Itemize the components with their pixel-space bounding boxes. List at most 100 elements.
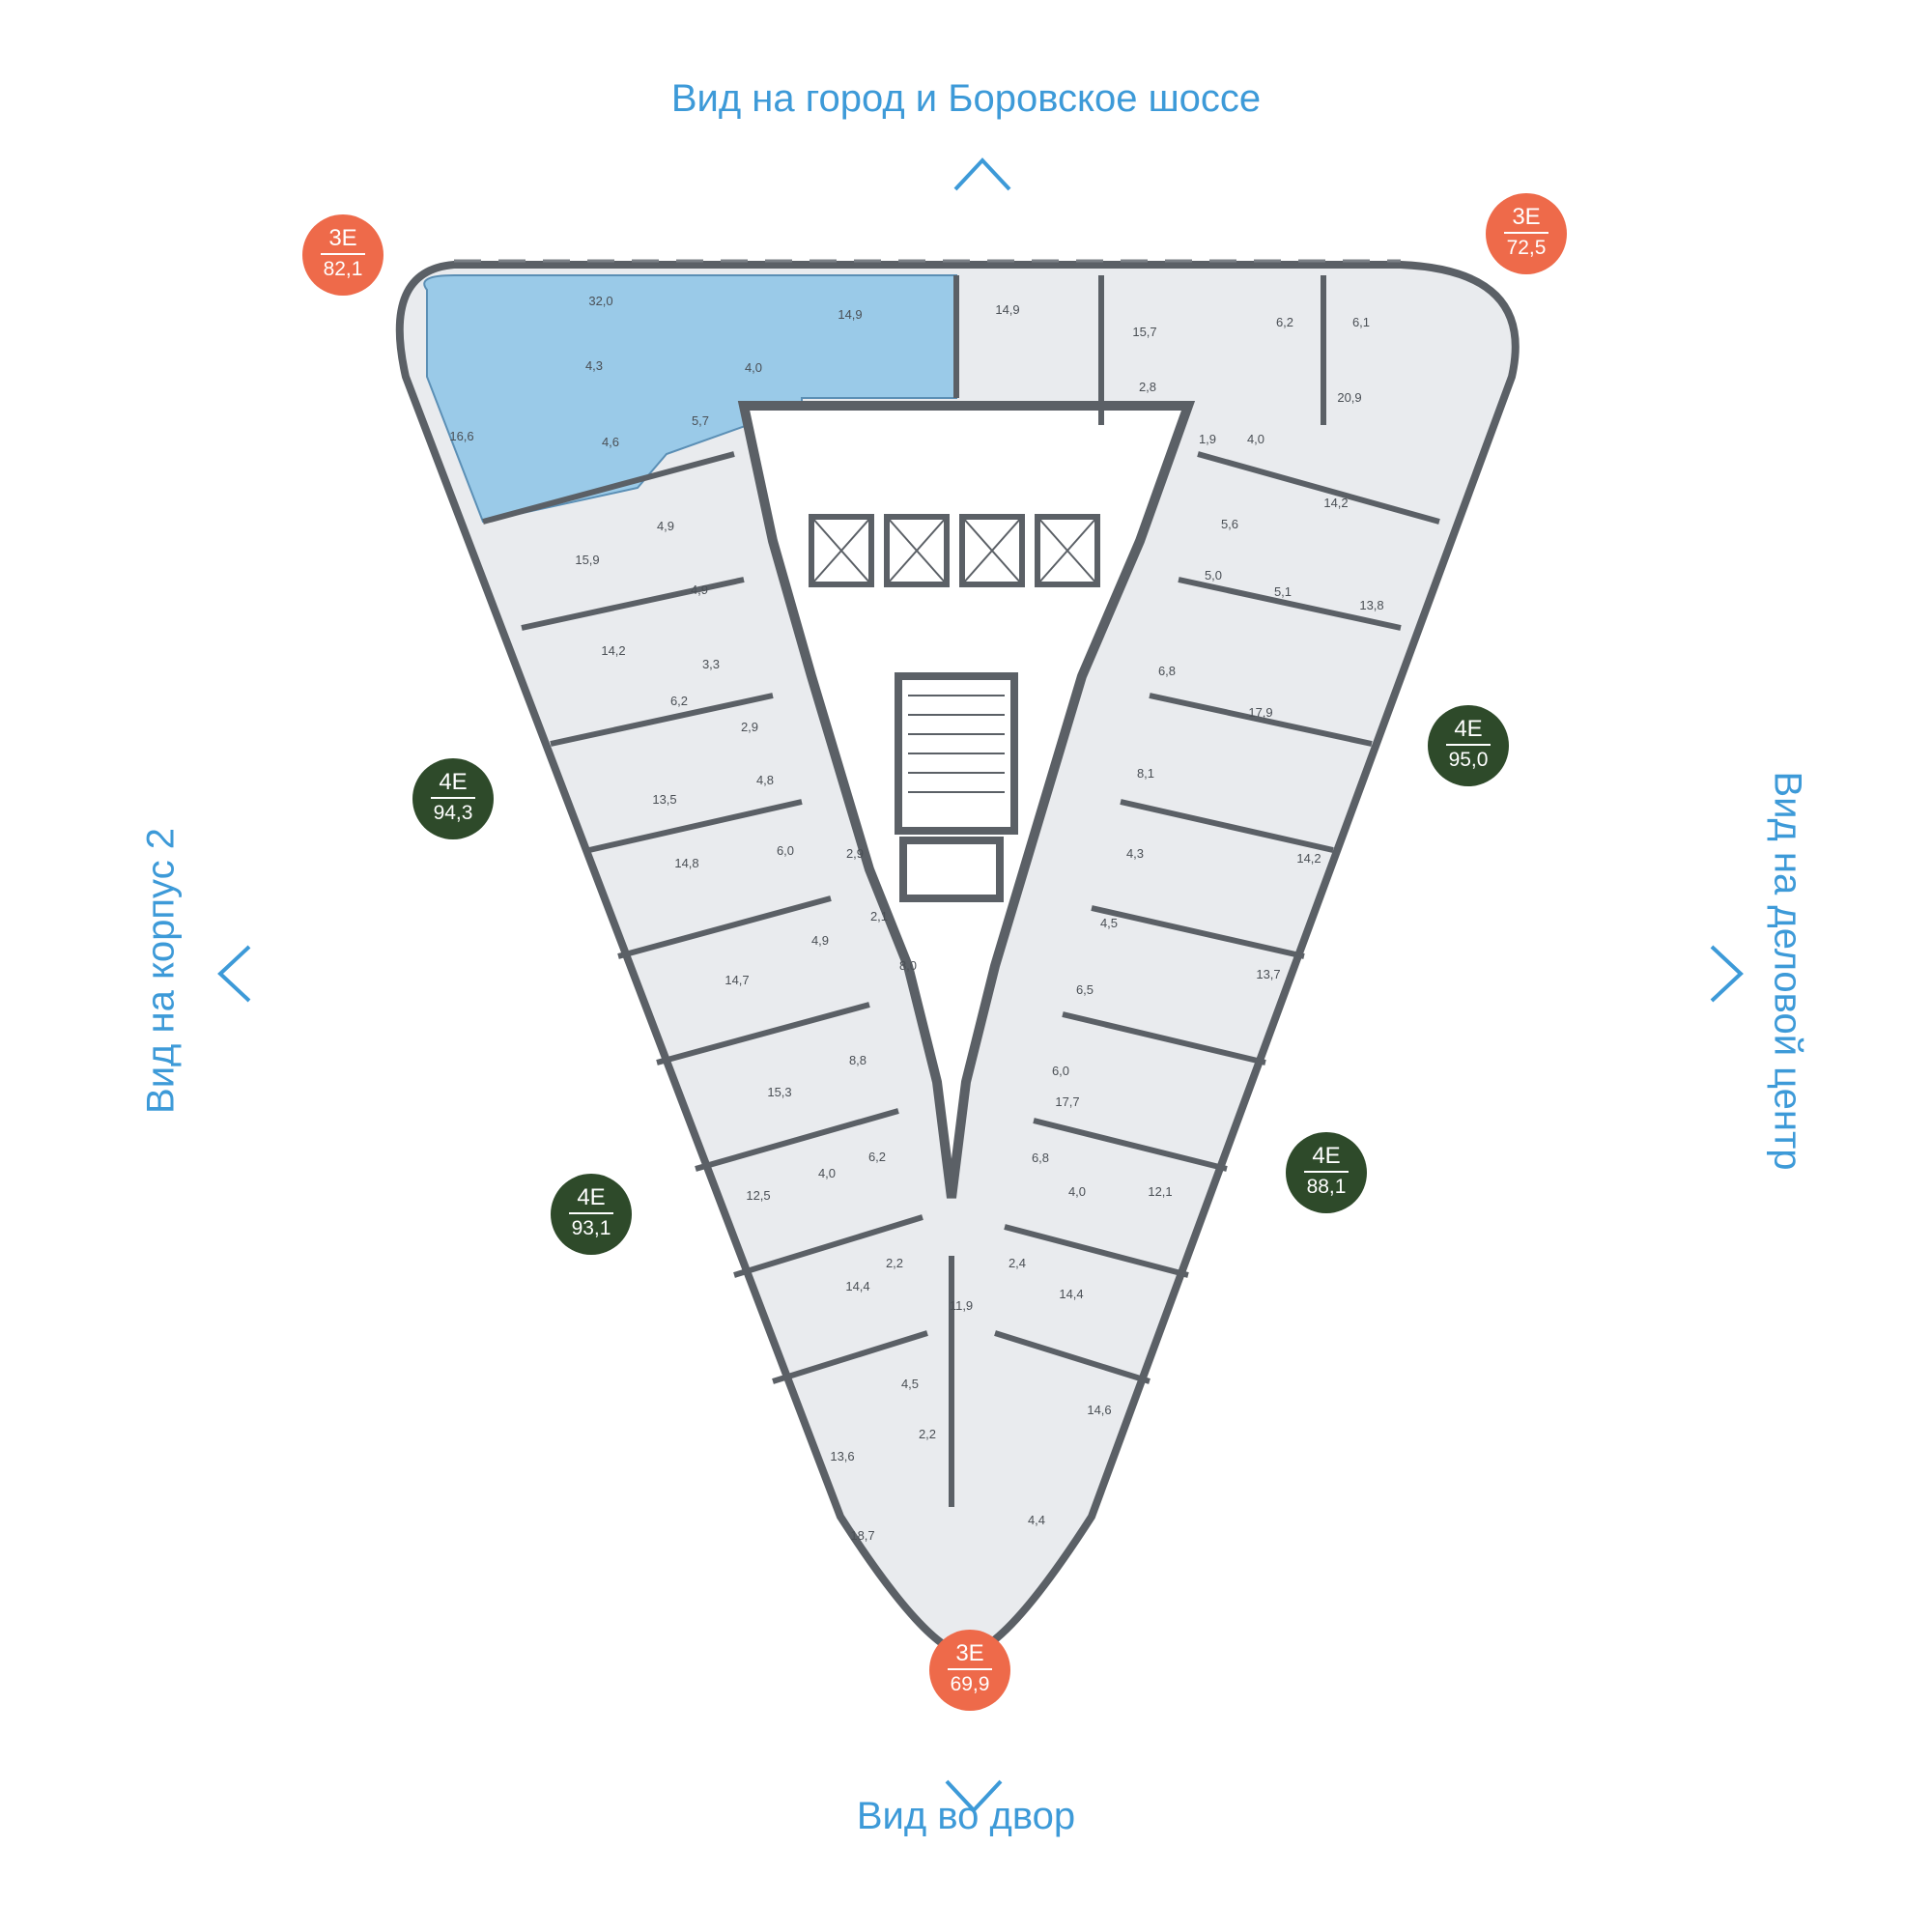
room-area: 14,2 xyxy=(1296,851,1321,866)
staircase xyxy=(895,672,1018,902)
chevron-left-icon[interactable] xyxy=(214,943,253,1005)
room-area: 4,5 xyxy=(1100,916,1118,930)
room-area: 13,7 xyxy=(1256,967,1280,981)
apartment-badge[interactable]: 4Е 95,0 xyxy=(1428,705,1509,786)
view-label-right: Вид на деловой центр xyxy=(1766,771,1809,1171)
room-area: 2,2 xyxy=(886,1256,903,1270)
apartment-type: 3Е xyxy=(1512,204,1541,230)
apartment-area: 69,9 xyxy=(950,1673,990,1695)
selected-apartment-area[interactable] xyxy=(423,274,957,524)
room-area: 5,0 xyxy=(1205,568,1222,582)
room-area: 32,0 xyxy=(588,294,612,308)
room-area: 14,9 xyxy=(995,302,1019,317)
room-area: 6,0 xyxy=(1052,1064,1069,1078)
apartment-badge[interactable]: 4Е 94,3 xyxy=(412,758,494,839)
apartment-type: 4Е xyxy=(439,769,468,795)
room-area: 14,8 xyxy=(674,856,698,870)
apartment-type: 4Е xyxy=(1312,1143,1341,1169)
room-area: 6,2 xyxy=(1276,315,1293,329)
apartment-area: 88,1 xyxy=(1306,1176,1347,1198)
room-area: 6,8 xyxy=(1158,664,1176,678)
view-label-top: Вид на город и Боровское шоссе xyxy=(670,77,1262,120)
room-area: 4,0 xyxy=(1247,432,1264,446)
room-area: 6,2 xyxy=(670,694,688,708)
room-area: 4,3 xyxy=(1126,846,1144,861)
room-area: 14,9 xyxy=(838,307,862,322)
room-area: 4,6 xyxy=(602,435,619,449)
room-area: 2,1 xyxy=(870,909,888,923)
room-area: 2,4 xyxy=(1009,1256,1026,1270)
room-area: 4,9 xyxy=(657,519,674,533)
apartment-type: 3Е xyxy=(955,1640,984,1666)
apartment-badge[interactable]: 4Е 88,1 xyxy=(1286,1132,1367,1213)
room-area: 4,3 xyxy=(585,358,603,373)
apartment-type: 3Е xyxy=(328,225,357,251)
room-area: 18,7 xyxy=(850,1528,874,1543)
room-area: 2,8 xyxy=(1139,380,1156,394)
room-area: 8,0 xyxy=(899,958,917,973)
room-area: 14,4 xyxy=(845,1279,869,1293)
chevron-up-icon[interactable] xyxy=(952,155,1013,193)
room-area: 11,9 xyxy=(950,1298,973,1313)
apartment-type: 4Е xyxy=(577,1184,606,1210)
room-area: 4,0 xyxy=(818,1166,836,1180)
room-area: 12,1 xyxy=(1148,1184,1172,1199)
room-area: 15,3 xyxy=(767,1085,791,1099)
view-label-left: Вид на корпус 2 xyxy=(139,828,183,1114)
partition-walls xyxy=(482,275,1440,1507)
room-area: 12,5 xyxy=(746,1188,770,1203)
room-area: 6,5 xyxy=(1076,982,1094,997)
room-area: 5,6 xyxy=(1221,517,1238,531)
room-area: 17,7 xyxy=(1055,1094,1079,1109)
room-area: 6,1 xyxy=(1352,315,1370,329)
room-area: 20,9 xyxy=(1337,390,1361,405)
room-area: 6,0 xyxy=(777,843,794,858)
room-area: 1,9 xyxy=(1199,432,1216,446)
room-area: 6,2 xyxy=(868,1150,886,1164)
room-area: 8,1 xyxy=(1137,766,1154,781)
room-area: 2,9 xyxy=(741,720,758,734)
apartment-area: 72,5 xyxy=(1506,237,1547,259)
room-area: 14,2 xyxy=(1323,496,1348,510)
room-area: 4,4 xyxy=(1028,1513,1045,1527)
room-area: 8,8 xyxy=(849,1053,867,1067)
central-core xyxy=(737,401,1196,1199)
room-area: 5,7 xyxy=(692,413,709,428)
apartment-badge[interactable]: 3Е 69,9 xyxy=(929,1630,1010,1711)
room-area: 6,8 xyxy=(1032,1151,1049,1165)
room-area: 4,9 xyxy=(811,933,829,948)
chevron-down-icon[interactable] xyxy=(943,1777,1005,1816)
room-area: 4,8 xyxy=(756,773,774,787)
room-area: 2,2 xyxy=(919,1427,936,1441)
room-area: 4,0 xyxy=(745,360,762,375)
room-area-labels: 32,0 14,9 4,3 4,0 5,7 16,6 4,6 14,9 15,7… xyxy=(449,294,1383,1543)
apartment-badge[interactable]: 4Е 93,1 xyxy=(551,1174,632,1255)
room-area: 17,9 xyxy=(1248,705,1272,720)
chevron-right-icon[interactable] xyxy=(1708,943,1747,1005)
room-area: 15,9 xyxy=(575,553,599,567)
room-area: 14,2 xyxy=(601,643,625,658)
room-area: 13,8 xyxy=(1359,598,1383,612)
room-area: 15,7 xyxy=(1132,325,1156,339)
room-area: 13,5 xyxy=(652,792,676,807)
room-area: 16,6 xyxy=(449,429,473,443)
room-area: 3,3 xyxy=(702,657,720,671)
room-area: 13,6 xyxy=(830,1449,854,1463)
room-area: 4,0 xyxy=(1068,1184,1086,1199)
apartment-badge[interactable]: 3Е 72,5 xyxy=(1486,193,1567,274)
apartment-area: 95,0 xyxy=(1448,749,1489,771)
room-area: 14,4 xyxy=(1059,1287,1083,1301)
apartment-area: 94,3 xyxy=(433,802,473,824)
apartment-area: 82,1 xyxy=(323,258,363,280)
apartment-badge[interactable]: 3Е 82,1 xyxy=(302,214,384,296)
room-area: 4,9 xyxy=(691,582,708,597)
apartment-type: 4Е xyxy=(1454,716,1483,742)
room-area: 14,7 xyxy=(724,973,749,987)
room-area: 2,9 xyxy=(846,846,864,861)
room-area: 14,6 xyxy=(1087,1403,1111,1417)
apartment-area: 93,1 xyxy=(571,1217,611,1239)
elevator-shafts xyxy=(809,514,1100,587)
room-area: 5,1 xyxy=(1274,584,1292,599)
room-area: 4,5 xyxy=(901,1377,919,1391)
